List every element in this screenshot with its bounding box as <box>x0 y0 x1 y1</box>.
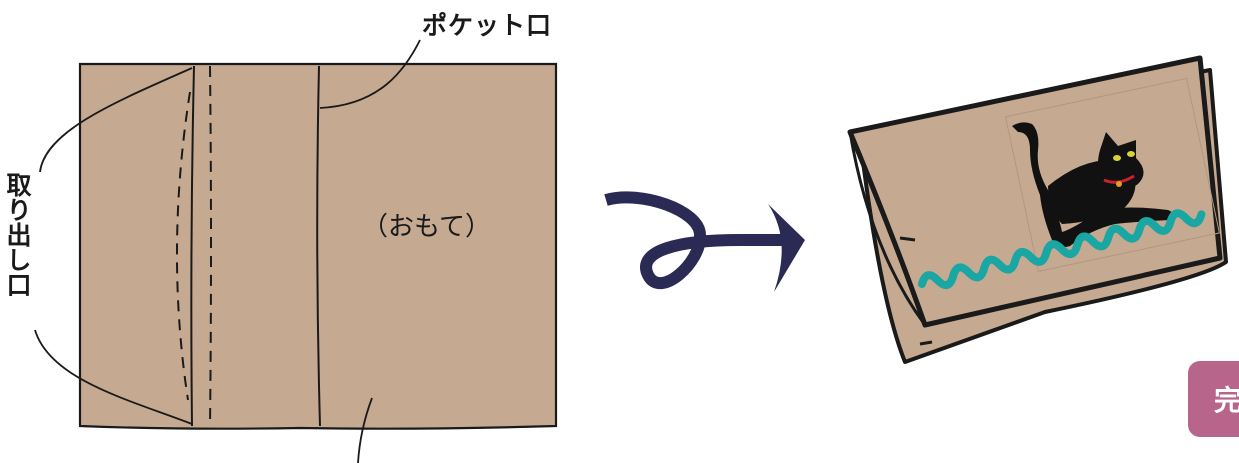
complete-badge: 完 <box>1188 361 1239 437</box>
arrow-curl <box>604 191 795 289</box>
fold-line-right <box>316 65 321 427</box>
stitch-line-left <box>176 91 191 401</box>
arrow-head <box>768 204 805 292</box>
fabric-flat-piece <box>34 39 558 463</box>
case-pocket-line <box>899 236 916 242</box>
black-cat-applique <box>1012 122 1174 248</box>
pocket-opening-label: ポケット口 <box>422 11 553 40</box>
case-back-tick <box>919 340 933 346</box>
leader-bottom <box>357 397 373 463</box>
transition-arrow <box>604 191 805 292</box>
stitch-line-right <box>209 65 212 427</box>
leader-takeout-top <box>39 67 193 173</box>
fold-line-left <box>190 65 195 427</box>
takeout-opening-label: 取り出し口 <box>3 172 32 297</box>
front-side-label: （おもて） <box>362 212 491 242</box>
applique-patch <box>1004 77 1220 272</box>
finished-case <box>847 55 1228 364</box>
leader-pocket-opening <box>319 39 421 109</box>
leader-takeout-bottom <box>34 329 193 425</box>
rickrack-trim <box>918 209 1206 290</box>
case-flap-edge <box>848 131 927 326</box>
